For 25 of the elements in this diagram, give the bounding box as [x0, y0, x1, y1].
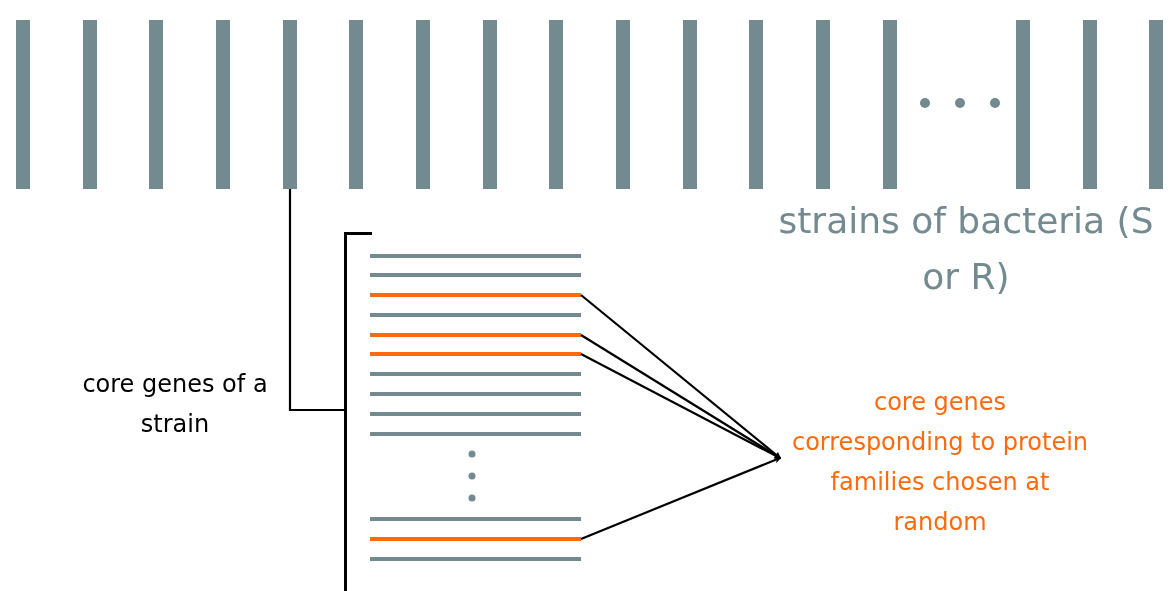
bracket-label: core genes of a strain [81, 369, 269, 440]
strain-bar [816, 20, 830, 189]
strain-bar [1149, 20, 1163, 189]
strain-bar [149, 20, 163, 189]
strain-bar [1016, 20, 1030, 189]
strain-bar [749, 20, 763, 189]
arrow [580, 456, 782, 540]
strain-bar [1083, 20, 1097, 189]
node-label: core genes corresponding to protein families chosen at random [785, 382, 1095, 542]
strain-bar [483, 20, 497, 189]
strain-bar [883, 20, 897, 189]
connector-line [288, 189, 344, 412]
strain-bar [683, 20, 697, 189]
bracket [344, 232, 372, 591]
strain-bar [283, 20, 297, 189]
strain-bar [216, 20, 230, 189]
arrow [580, 294, 782, 459]
strain-bar [549, 20, 563, 189]
strain-bar [83, 20, 97, 189]
strain-bar [416, 20, 430, 189]
strain-bar [616, 20, 630, 189]
axis-caption: strains of bacteria (S or R) [777, 199, 1155, 299]
arrow [580, 353, 782, 459]
strain-bar [16, 20, 30, 189]
strain-bar [349, 20, 363, 189]
